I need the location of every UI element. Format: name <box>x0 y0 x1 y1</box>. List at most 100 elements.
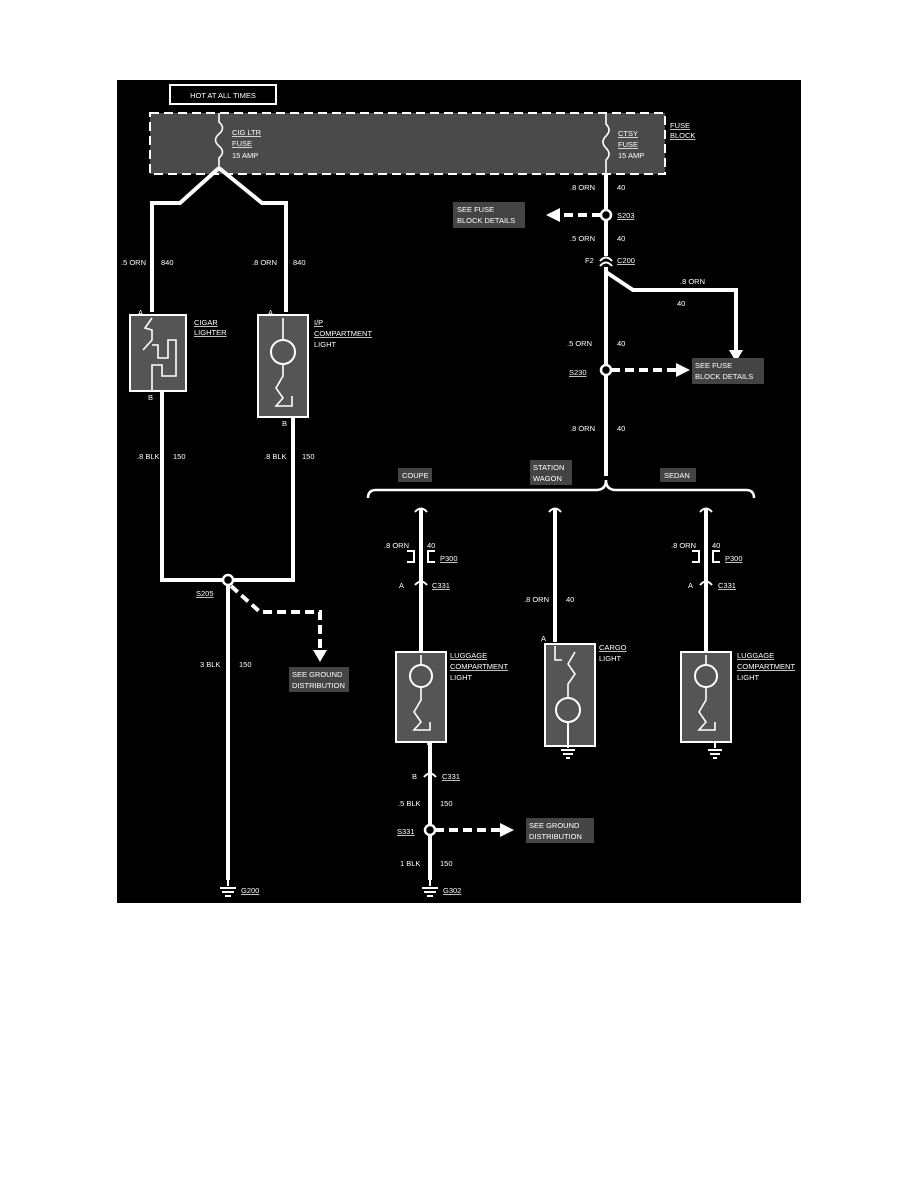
wagon-label-bg <box>530 460 572 485</box>
cig-ltr-fuse-icon <box>214 113 224 168</box>
luggage-sedan-ground-icon <box>708 742 722 759</box>
wire-40-top-circ: 40 <box>617 183 625 192</box>
luggage-sedan-switch-icon <box>697 655 716 731</box>
wire-150-cigar-size: .8 BLK <box>137 452 160 461</box>
luggage-sedan-label-1: LUGGAGE <box>737 651 774 660</box>
luggage-coupe-label-1: LUGGAGE <box>450 651 487 660</box>
s205-splice <box>221 573 235 587</box>
sedan-c331-pin-a: A <box>688 581 693 590</box>
sedan-p300-label: P300 <box>725 554 743 563</box>
s203-splice <box>599 208 613 222</box>
coupe-label-bg <box>398 468 432 482</box>
ctsy-fuse-icon <box>602 113 610 174</box>
wire-150-ip-size: .8 BLK <box>264 452 287 461</box>
s230-splice <box>599 363 613 377</box>
hot-label: HOT AT ALL TIMES <box>190 91 256 100</box>
wire-150-ip-circ: 150 <box>302 452 315 461</box>
wire-40-s203-circ: 40 <box>617 234 625 243</box>
cigar-lighter-label-1: CIGAR <box>194 318 218 327</box>
sedan-c331-icon <box>699 580 713 586</box>
wire-150-cigar <box>160 391 228 582</box>
wire-g200-circ: 150 <box>239 660 252 669</box>
fuse-details-top-1: SEE FUSE <box>457 205 494 214</box>
fuse-details-top-bg <box>453 202 525 228</box>
ctsy-fuse-line1: CTSY <box>618 129 638 138</box>
branch-arrow <box>729 350 743 362</box>
g200-ground-icon <box>220 880 236 897</box>
ip-pin-a: A <box>268 308 273 317</box>
coupe-label: COUPE <box>402 471 429 480</box>
wire-wagon-circ: 40 <box>566 595 574 604</box>
wagon-label-2: WAGON <box>533 474 562 483</box>
sedan-p300-icon <box>692 550 720 563</box>
wire-40-mid-circ: 40 <box>617 339 625 348</box>
luggage-coupe-label-3: LIGHT <box>450 673 473 682</box>
ip-light-label-3: LIGHT <box>314 340 337 349</box>
wire-40-branch-size: .8 ORN <box>680 277 705 286</box>
wire-coupe-blk-circ: 150 <box>440 799 453 808</box>
g200-label: G200 <box>241 886 259 895</box>
wire-40-low-circ: 40 <box>617 424 625 433</box>
ground-dist-right-2: DISTRIBUTION <box>529 832 582 841</box>
fuse-details-mid-2: BLOCK DETAILS <box>695 372 753 381</box>
wire-840-left-circ: 840 <box>161 258 174 267</box>
fuse-details-mid-bg <box>692 358 764 384</box>
c200-connector-icon <box>599 256 613 267</box>
fuse-details-top-2: BLOCK DETAILS <box>457 216 515 225</box>
wire-40-s203-size: .5 ORN <box>570 234 595 243</box>
cargo-pin-a: A <box>541 634 546 643</box>
cig-fuse-line1: CIG LTR <box>232 128 262 137</box>
fuse-block <box>149 112 666 175</box>
hot-label-box <box>169 84 277 105</box>
s331-label: S331 <box>397 827 415 836</box>
fuse-details-mid-1: SEE FUSE <box>695 361 732 370</box>
ground-dist-left-1: SEE GROUND <box>292 670 343 679</box>
ground-dist-left-2: DISTRIBUTION <box>292 681 345 690</box>
wire-40-branch <box>604 270 738 350</box>
fuse-details-arrow-mid <box>676 363 690 377</box>
wire-840-right-size: .8 ORN <box>252 258 277 267</box>
coupe-p300-label: P300 <box>440 554 458 563</box>
fuse-block-label-2: BLOCK <box>670 131 695 140</box>
wire-coupe-blk-size: .5 BLK <box>398 799 421 808</box>
luggage-sedan-label-2: COMPARTMENT <box>737 662 795 671</box>
wire-ground-dist-left <box>229 584 322 650</box>
wire-sedan-circ: 40 <box>712 541 720 550</box>
wire-coupe-circ: 40 <box>427 541 435 550</box>
luggage-coupe-label-2: COMPARTMENT <box>450 662 508 671</box>
wire-40-branch-circ: 40 <box>677 299 685 308</box>
cargo-switch-icon <box>554 646 576 698</box>
wire-150-ip <box>228 417 295 582</box>
coupe-c331-b-label: C331 <box>442 772 460 781</box>
cargo-label-1: CARGO <box>599 643 627 652</box>
wire-40-low-size: .8 ORN <box>570 424 595 433</box>
cargo-ground-icon <box>561 722 575 759</box>
ip-pin-b: B <box>282 419 287 428</box>
coupe-c331-icon <box>414 580 428 586</box>
fuse-details-arrow-top <box>546 208 560 222</box>
wire-840-right <box>217 166 288 312</box>
ip-switch-icon <box>274 318 293 407</box>
wire-840-right-circ: 840 <box>293 258 306 267</box>
ground-dist-right-1: SEE GROUND <box>529 821 580 830</box>
ground-dist-arrow-right <box>500 823 514 837</box>
sedan-label-bg <box>660 468 696 482</box>
ip-light-label-2: COMPARTMENT <box>314 329 372 338</box>
c200-label: C200 <box>617 256 635 265</box>
cig-fuse-line3: 15 AMP <box>232 151 258 160</box>
ip-light-label-1: I/P <box>314 318 323 327</box>
wire-150-cigar-circ: 150 <box>173 452 186 461</box>
wire-wagon-size: .8 ORN <box>524 595 549 604</box>
s203-label: S203 <box>617 211 635 220</box>
coupe-p300-icon <box>407 550 435 563</box>
cargo-label-2: LIGHT <box>599 654 622 663</box>
sedan-c331-label: C331 <box>718 581 736 590</box>
cigar-lighter-icon <box>142 317 177 390</box>
g302-label: G302 <box>443 886 461 895</box>
c200-pin-f2: F2 <box>585 256 594 265</box>
wire-g200-size: 3 BLK <box>200 660 220 669</box>
ctsy-fuse-line2: FUSE <box>618 140 638 149</box>
wire-40-top-size: .8 ORN <box>570 183 595 192</box>
ground-dist-arrow-left <box>313 650 327 662</box>
cigar-pin-a: A <box>138 308 143 317</box>
